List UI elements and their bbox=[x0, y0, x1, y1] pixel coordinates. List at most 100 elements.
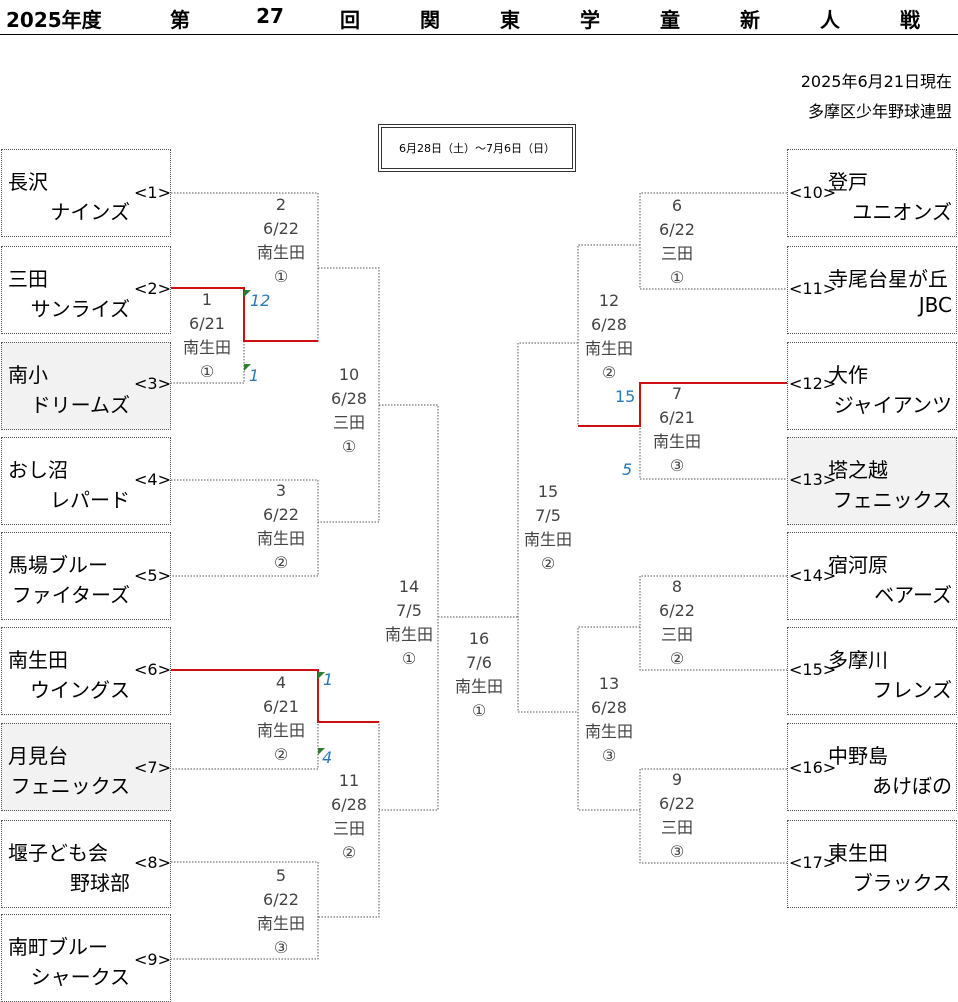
bracket-line bbox=[171, 192, 319, 342]
match-venue: 南生田 bbox=[584, 722, 633, 741]
team-area: 登戸 bbox=[828, 170, 868, 194]
team-name: ベアーズ bbox=[874, 583, 952, 607]
match-16: 16 7/6 南生田 ① bbox=[439, 627, 519, 723]
team-name: ナインズ bbox=[50, 200, 130, 224]
winner-line bbox=[171, 669, 379, 723]
match-1: 1 6/21 南生田 ① bbox=[167, 288, 247, 384]
bracket-line bbox=[639, 192, 787, 290]
seed-label: <17> bbox=[789, 853, 837, 872]
period-text: 6月28日（土）～7月6日（日） bbox=[381, 127, 573, 169]
score-label: 15 bbox=[615, 387, 636, 406]
match-date: 6/22 bbox=[263, 890, 299, 909]
match-number: 1 bbox=[201, 290, 213, 309]
team-area: おし沼 bbox=[8, 458, 68, 482]
team-name: 野球部 bbox=[70, 871, 130, 895]
bracket-line bbox=[577, 626, 640, 811]
title-char: 第 bbox=[170, 8, 190, 32]
title-char: 戦 bbox=[900, 8, 920, 32]
match-number: 4 bbox=[275, 673, 287, 692]
winner-line bbox=[171, 287, 318, 342]
team-area: 塔之越 bbox=[828, 458, 888, 482]
match-number: 6 bbox=[671, 196, 683, 215]
title-char: 童 bbox=[660, 8, 680, 32]
bracket-line bbox=[639, 575, 787, 671]
bracket-line bbox=[639, 768, 787, 864]
seed-label: <8> bbox=[134, 853, 171, 872]
match-field: ② bbox=[341, 843, 357, 862]
match-field: ① bbox=[341, 437, 357, 456]
winner-line bbox=[578, 382, 787, 427]
match-number: 16 bbox=[468, 629, 490, 648]
winner-marker bbox=[318, 748, 325, 755]
team-12: 大作 ジャイアンツ bbox=[787, 342, 957, 430]
seed-label: <10> bbox=[789, 183, 837, 202]
title-char: 人 bbox=[820, 8, 840, 32]
match-number: 7 bbox=[671, 384, 683, 403]
score-label: 5 bbox=[622, 460, 633, 479]
match-date: 6/28 bbox=[591, 698, 627, 717]
team-name: JBC bbox=[918, 293, 952, 317]
match-date: 7/6 bbox=[466, 653, 492, 672]
match-venue: 南生田 bbox=[256, 529, 305, 548]
match-field: ① bbox=[669, 268, 685, 287]
team-name: サンライズ bbox=[30, 297, 130, 321]
team-11: 寺尾台星が丘 JBC bbox=[787, 246, 957, 334]
match-venue: 三田 bbox=[660, 244, 693, 263]
seed-label: <16> bbox=[789, 758, 837, 777]
match-date: 6/22 bbox=[263, 505, 299, 524]
match-venue: 南生田 bbox=[584, 339, 633, 358]
match-venue: 南生田 bbox=[652, 432, 701, 451]
match-venue: 南生田 bbox=[256, 914, 305, 933]
team-name: フェニックス bbox=[832, 488, 952, 512]
match-13: 13 6/28 南生田 ③ bbox=[569, 672, 649, 768]
team-area: 東生田 bbox=[828, 841, 888, 865]
bracket-line bbox=[171, 479, 319, 577]
team-name: シャークス bbox=[30, 965, 130, 989]
match-date: 7/5 bbox=[396, 601, 422, 620]
team-6: 南生田 ウイングス bbox=[1, 627, 171, 715]
team-3: 南小 ドリームズ bbox=[1, 342, 171, 430]
score-label: 1 bbox=[323, 670, 334, 689]
match-number: 5 bbox=[275, 866, 287, 885]
team-area: 中野島 bbox=[828, 744, 888, 768]
seed-label: <9> bbox=[134, 950, 171, 969]
match-field: ① bbox=[401, 649, 417, 668]
match-number: 12 bbox=[598, 291, 620, 310]
match-number: 3 bbox=[275, 481, 287, 500]
as-of-date: 2025年6月21日現在 bbox=[800, 72, 952, 91]
team-area: 多摩川 bbox=[828, 648, 888, 672]
match-9: 9 6/22 三田 ③ bbox=[637, 768, 717, 864]
team-10: 登戸 ユニオンズ bbox=[787, 149, 957, 237]
match-10: 10 6/28 三田 ① bbox=[309, 363, 389, 459]
match-date: 7/5 bbox=[535, 506, 561, 525]
match-field: ③ bbox=[601, 746, 617, 765]
seed-label: <13> bbox=[789, 470, 837, 489]
team-14: 宿河原 ベアーズ bbox=[787, 532, 957, 620]
title-char: 27 bbox=[256, 4, 284, 28]
match-field: ③ bbox=[273, 938, 289, 957]
match-venue: 三田 bbox=[332, 413, 365, 432]
seed-label: <7> bbox=[134, 758, 171, 777]
team-16: 中野島 あけぼの bbox=[787, 723, 957, 811]
team-name: ユニオンズ bbox=[852, 200, 952, 224]
match-date: 6/21 bbox=[189, 314, 225, 333]
match-7: 7 6/21 南生田 ③ bbox=[637, 382, 717, 478]
team-area: 南町ブルー bbox=[8, 935, 108, 959]
team-name: ドリームズ bbox=[30, 393, 130, 417]
match-field: ③ bbox=[669, 456, 685, 475]
match-number: 13 bbox=[598, 674, 620, 693]
match-number: 14 bbox=[398, 577, 420, 596]
team-5: 馬場ブルー ファイターズ bbox=[1, 532, 171, 620]
match-15: 15 7/5 南生田 ② bbox=[508, 480, 588, 576]
score-label: 4 bbox=[322, 748, 333, 767]
winner-marker bbox=[244, 364, 251, 371]
match-venue: 南生田 bbox=[384, 625, 433, 644]
match-venue: 南生田 bbox=[454, 677, 503, 696]
seed-label: <15> bbox=[789, 660, 837, 679]
seed-label: <2> bbox=[134, 279, 171, 298]
match-5: 5 6/22 南生田 ③ bbox=[241, 864, 321, 960]
team-area: 堰子ども会 bbox=[8, 841, 108, 865]
team-15: 多摩川 フレンズ bbox=[787, 627, 957, 715]
winner-marker bbox=[318, 672, 325, 679]
team-area: 宿河原 bbox=[828, 553, 888, 577]
